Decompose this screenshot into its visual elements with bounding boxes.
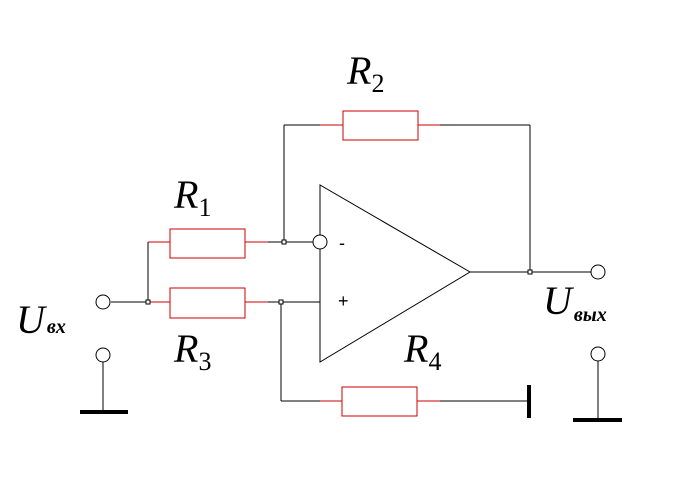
- r1-label-letter: R: [173, 172, 198, 217]
- r4-label-index: 4: [428, 347, 441, 376]
- output-ground-terminal: [590, 346, 606, 362]
- output-terminal: [590, 264, 606, 280]
- r1-label-index: 1: [198, 193, 211, 222]
- plus-sign: +: [338, 291, 349, 311]
- r3-label-letter: R: [173, 326, 198, 371]
- r3-resistor: [169, 287, 246, 319]
- input-terminal: [95, 294, 111, 310]
- minus-sign: -: [339, 233, 345, 253]
- r4-resistor: [341, 386, 418, 417]
- junction-input: [145, 299, 151, 305]
- r1-resistor: [169, 228, 246, 259]
- uout-label-letter: U: [543, 278, 575, 323]
- r2-label-index: 2: [371, 69, 384, 98]
- uout-label-index: вых: [574, 304, 607, 326]
- uin-label-letter: U: [16, 297, 48, 342]
- uin-label-index: вх: [47, 316, 66, 338]
- junction-output: [527, 269, 533, 275]
- r3-label: R3: [173, 326, 211, 376]
- r3-label-index: 3: [198, 347, 211, 376]
- r4-label-letter: R: [403, 326, 428, 371]
- junction-r2-feedback: [281, 239, 287, 245]
- inverting-input-bubble: [312, 234, 328, 250]
- op-amp-triangle: [319, 184, 471, 363]
- input-ground-terminal: [95, 347, 111, 363]
- r2-label-letter: R: [346, 48, 371, 93]
- r2-resistor: [342, 110, 419, 141]
- junction-r4: [278, 299, 284, 305]
- r1-label: R1: [173, 172, 211, 222]
- r2-label: R2: [346, 48, 384, 98]
- r4-label: R4: [403, 326, 441, 376]
